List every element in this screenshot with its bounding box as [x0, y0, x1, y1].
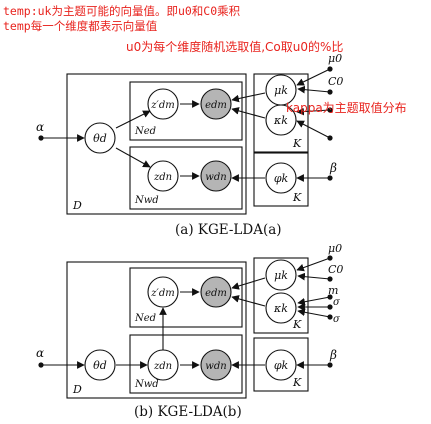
c-0-label-b: C0	[328, 263, 343, 276]
kappa-k-label-b: κk	[273, 302, 288, 315]
node-e-dm-b	[200, 276, 232, 308]
plate-k-top-label-b: K	[292, 318, 302, 331]
node-z-dn-a	[147, 160, 179, 192]
e-dm-label-b: edm	[205, 288, 227, 299]
m-label-b: m	[328, 284, 338, 297]
plate-ned-label-a: Ned	[134, 126, 156, 137]
node-kappa-k-b	[265, 292, 297, 324]
sigma-1-label-b: σ	[333, 297, 341, 308]
mu-k-label-a: μk	[274, 84, 288, 97]
theta-label-a: θd	[93, 132, 107, 145]
phi-k-label-a: φk	[274, 172, 289, 185]
mu-0-label-a: μ0	[328, 52, 342, 65]
node-mu-k-b	[265, 259, 297, 291]
plate-k-bottom-label-a: K	[292, 191, 302, 204]
node-e-dm-a	[200, 88, 232, 120]
z-prime-label-a: z′dm	[150, 100, 174, 111]
e-dm-label-a: edm	[205, 100, 227, 111]
figure-b-labels: α θd z′dm edm zdn wdn μk κk φk D Ned Nwd…	[36, 242, 343, 420]
mu-k-label-b: μk	[274, 269, 288, 282]
sigma-2-label-b: σ	[333, 314, 341, 325]
alpha-label-a: α	[36, 120, 44, 134]
plate-ned-b	[129, 267, 243, 328]
mu-0-label-b: μ0	[328, 242, 342, 255]
plate-k-top-a	[253, 73, 309, 153]
plate-nwd-label-a: Nwd	[134, 195, 159, 206]
z-dn-label-a: zdn	[153, 172, 172, 183]
node-z-prime-a	[147, 88, 179, 120]
plate-nwd-label-b: Nwd	[134, 379, 159, 390]
caption-b: (b) KGE-LDA(b)	[134, 404, 242, 420]
plate-k-top-b	[253, 257, 309, 334]
figure-a-labels: α θd z′dm edm zdn wdn μk κk φk D Ned Nwd…	[36, 52, 343, 238]
node-z-prime-b	[147, 276, 179, 308]
beta-label-a: β	[329, 161, 337, 175]
plate-d-label-b: D	[72, 383, 82, 396]
z-prime-label-b: z′dm	[150, 288, 174, 299]
phi-k-label-b: φk	[274, 359, 289, 372]
annotation-line-4: kappa为主题取值分布	[286, 101, 407, 115]
figure-b	[38, 255, 333, 399]
node-kappa-k-a	[265, 104, 297, 136]
plate-d-a	[66, 73, 247, 215]
beta-label-b: β	[329, 348, 337, 362]
node-z-dn-b	[147, 349, 179, 381]
z-dn-label-b: zdn	[153, 361, 172, 372]
w-dn-label-a: wdn	[205, 172, 226, 183]
plate-d-label-a: D	[72, 199, 82, 212]
node-w-dn-a	[200, 160, 232, 192]
w-dn-label-b: wdn	[205, 361, 226, 372]
kappa-k-label-a: κk	[273, 114, 288, 127]
annotation-line-3: u0为每个维度随机选取值,Co取u0的%比	[126, 40, 344, 54]
plate-ned-label-b: Ned	[134, 313, 156, 324]
plate-nwd-b	[129, 334, 243, 394]
theta-label-b: θd	[93, 359, 107, 372]
node-phi-k-b	[265, 349, 297, 381]
plate-d-b	[66, 261, 247, 399]
caption-a: (a) KGE-LDA(a)	[175, 222, 282, 238]
alpha-label-b: α	[36, 346, 44, 360]
node-theta-b	[84, 349, 116, 381]
plate-ned-a	[129, 81, 243, 141]
node-theta-a	[84, 122, 116, 154]
annotation-line-1: temp:uk为主题可能的向量值。即u0和C0乘积	[3, 4, 241, 18]
plate-k-bottom-label-b: K	[292, 376, 302, 389]
node-phi-k-a	[265, 162, 297, 194]
plate-k-top-label-a: K	[292, 137, 302, 150]
c-0-label-a: C0	[328, 75, 343, 88]
node-w-dn-b	[200, 349, 232, 381]
figure-a	[38, 66, 333, 215]
plate-k-bottom-a	[253, 152, 309, 207]
annotation-line-2: temp每一个维度都表示向量值	[3, 19, 158, 33]
